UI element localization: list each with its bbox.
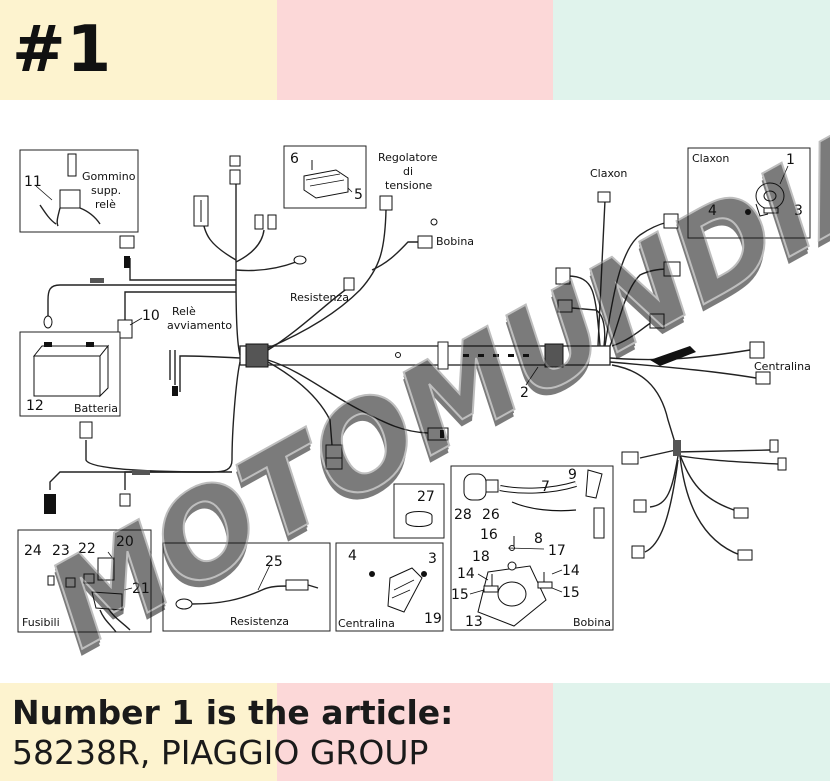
part-5-label: 5 [354,187,363,203]
centralina-box-label: Centralina [338,617,395,630]
left-branches [47,175,297,490]
regolatore-label: Regolatore [378,151,438,164]
part-2-label: 2 [520,385,529,401]
part-12-label: 12 [26,398,44,414]
part-10-label: 10 [142,308,160,324]
gommino-label: Gommino [82,170,136,183]
article-caption-code: 58238R, PIAGGIO GROUP [12,733,429,772]
part-7-label: 7 [541,479,550,495]
part-15a-label: 15 [451,587,469,603]
part-4a-label: 4 [708,203,717,219]
part-8-label: 8 [534,531,543,547]
claxon-wire-label: Claxon [590,167,627,180]
bottom-band-mint [553,683,830,781]
ecu-box: 4 3 19 Centralina [335,542,444,632]
part-9-label: 9 [568,467,577,483]
part-19-label: 19 [424,611,442,627]
part-26-label: 26 [482,507,500,523]
tensione-label: tensione [385,179,433,192]
wiring-harness-diagram: 11 Gommino supp. relè 6 5 Regolatore di … [17,100,830,682]
part-23-label: 23 [52,543,70,559]
connectors [43,155,787,561]
batteria-label: Batteria [74,402,118,415]
part-3a-label: 3 [794,203,803,219]
horn-box: Claxon 1 4 3 [687,147,811,239]
part-17-label: 17 [548,543,566,559]
resistor-box: 25 Resistenza [162,542,331,632]
bobina-box-label: Bobina [573,616,611,629]
part-24-label: 24 [24,543,42,559]
part-1-label: 1 [786,152,795,168]
part-11-label: 11 [24,174,42,190]
top-band-mint [553,0,830,100]
part-20-label: 20 [116,534,134,550]
part-21-label: 21 [132,581,150,597]
claxon-box-label: Claxon [692,152,729,165]
regulator-box: 6 5 [283,145,367,209]
part-28-label: 28 [454,507,472,523]
coil-box-27: 27 [393,483,445,539]
part-14b-label: 14 [562,563,580,579]
fuse-box: 24 23 22 20 21 Fusibili [17,529,152,633]
right-branches [567,199,779,556]
part-14a-label: 14 [457,566,475,582]
item-number-badge: #1 [12,13,113,87]
part-4b-label: 4 [348,548,357,564]
rele-avviamento-label-2: avviamento [167,319,232,332]
part-13-label: 13 [465,614,483,630]
rele-label: relè [95,198,116,211]
article-caption-title: Number 1 is the article: [12,693,454,732]
centralina-wire-label: Centralina [754,360,811,373]
main-harness-trunk [239,341,611,386]
part-27-label: 27 [417,489,435,505]
center-branches [267,209,429,446]
resistenza-box-label: Resistenza [230,615,289,628]
part-18-label: 18 [472,549,490,565]
part-22-label: 22 [78,541,96,557]
top-band-pink [277,0,553,100]
part-16-label: 16 [480,527,498,543]
bobina-wire-label: Bobina [436,235,474,248]
battery-box: 12 Batteria [19,331,121,417]
rele-avviamento-label-1: Relè [172,305,196,318]
part-3b-label: 3 [428,551,437,567]
ignition-coil-box: 28 26 7 9 8 16 17 18 14 14 15 15 13 Bobi… [450,465,614,631]
di-label: di [403,165,413,178]
part-25-label: 25 [265,554,283,570]
part-15b-label: 15 [562,585,580,601]
top-band-yellow [0,0,277,100]
part-6-label: 6 [290,151,299,167]
bottom-band-yellow [0,683,277,781]
supp-label: supp. [91,184,121,197]
resistenza-wire-label: Resistenza [290,291,349,304]
fusibili-label: Fusibili [22,616,60,629]
bottom-band-pink [277,683,553,781]
relay-support-box: 11 Gommino supp. relè [19,149,139,233]
